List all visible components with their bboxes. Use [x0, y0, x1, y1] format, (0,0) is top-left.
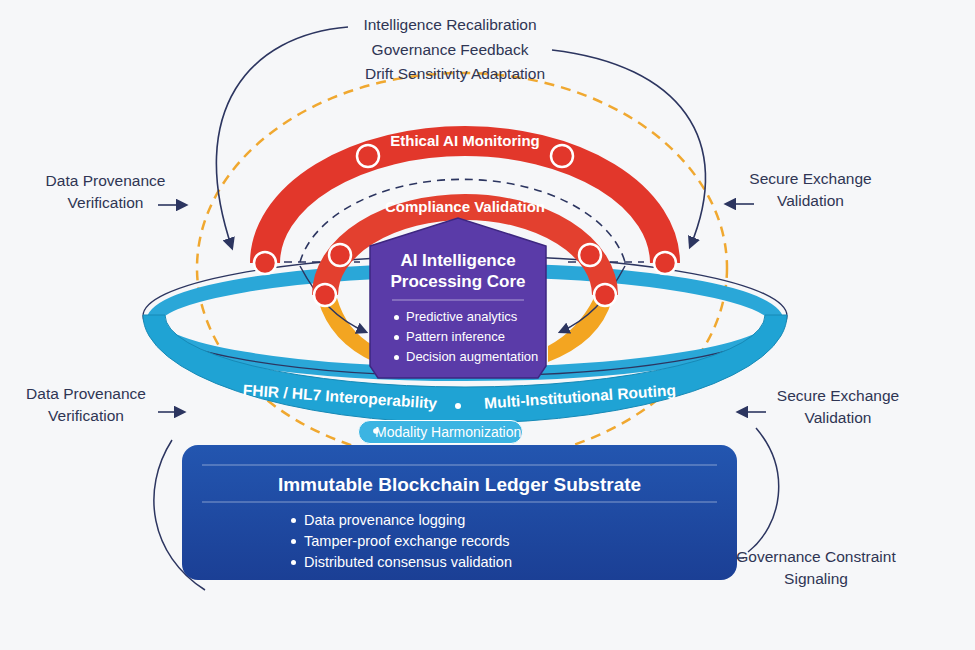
loop-curve: [748, 428, 779, 552]
orange-wedge: [318, 298, 374, 362]
input-arrow: [158, 204, 186, 206]
annotation-label: Governance Constraint Signaling: [736, 546, 896, 590]
input-arrow: [738, 411, 766, 413]
pill-label: Modality Harmonization: [375, 423, 521, 441]
input-arrow: [158, 411, 184, 413]
annotation-label: Secure Exchange Validation: [738, 168, 883, 212]
band-label: Ethical AI Monitoring: [250, 131, 680, 151]
core-title: AI Intelligence Processing Core: [380, 250, 536, 292]
core-hexagon: AI Intelligence Processing CorePredictiv…: [370, 218, 546, 378]
ledger-title: Immutable Blockchain Ledger Substrate: [182, 473, 737, 497]
bullet-item: Predictive analytics: [392, 308, 542, 326]
annotation-label: Governance Feedback: [300, 39, 600, 61]
orange-wedge: [548, 298, 612, 362]
bullet-item: Tamper-proof exchange records: [288, 532, 688, 551]
ledger-box: Immutable Blockchain Ledger SubstrateDat…: [182, 445, 737, 580]
bullet-item: Decision augmentation: [392, 348, 542, 366]
bullet-item: Pattern inference: [392, 328, 542, 346]
annotation-label: Data Provenance Verification: [38, 170, 173, 214]
modality-pill: Modality Harmonization: [358, 420, 523, 444]
annotation-label: Drift Sensitivity Adaptation: [300, 63, 610, 85]
annotation-label: Data Provenance Verification: [16, 383, 156, 427]
band-label: Compliance Validation: [310, 197, 620, 217]
bullet-item: Data provenance logging: [288, 511, 688, 530]
annotation-label: Secure Exchange Validation: [758, 385, 918, 429]
annotation-label: Intelligence Recalibration: [300, 14, 600, 36]
input-arrow: [726, 203, 754, 205]
bullet-item: Distributed consensus validation: [288, 553, 688, 572]
